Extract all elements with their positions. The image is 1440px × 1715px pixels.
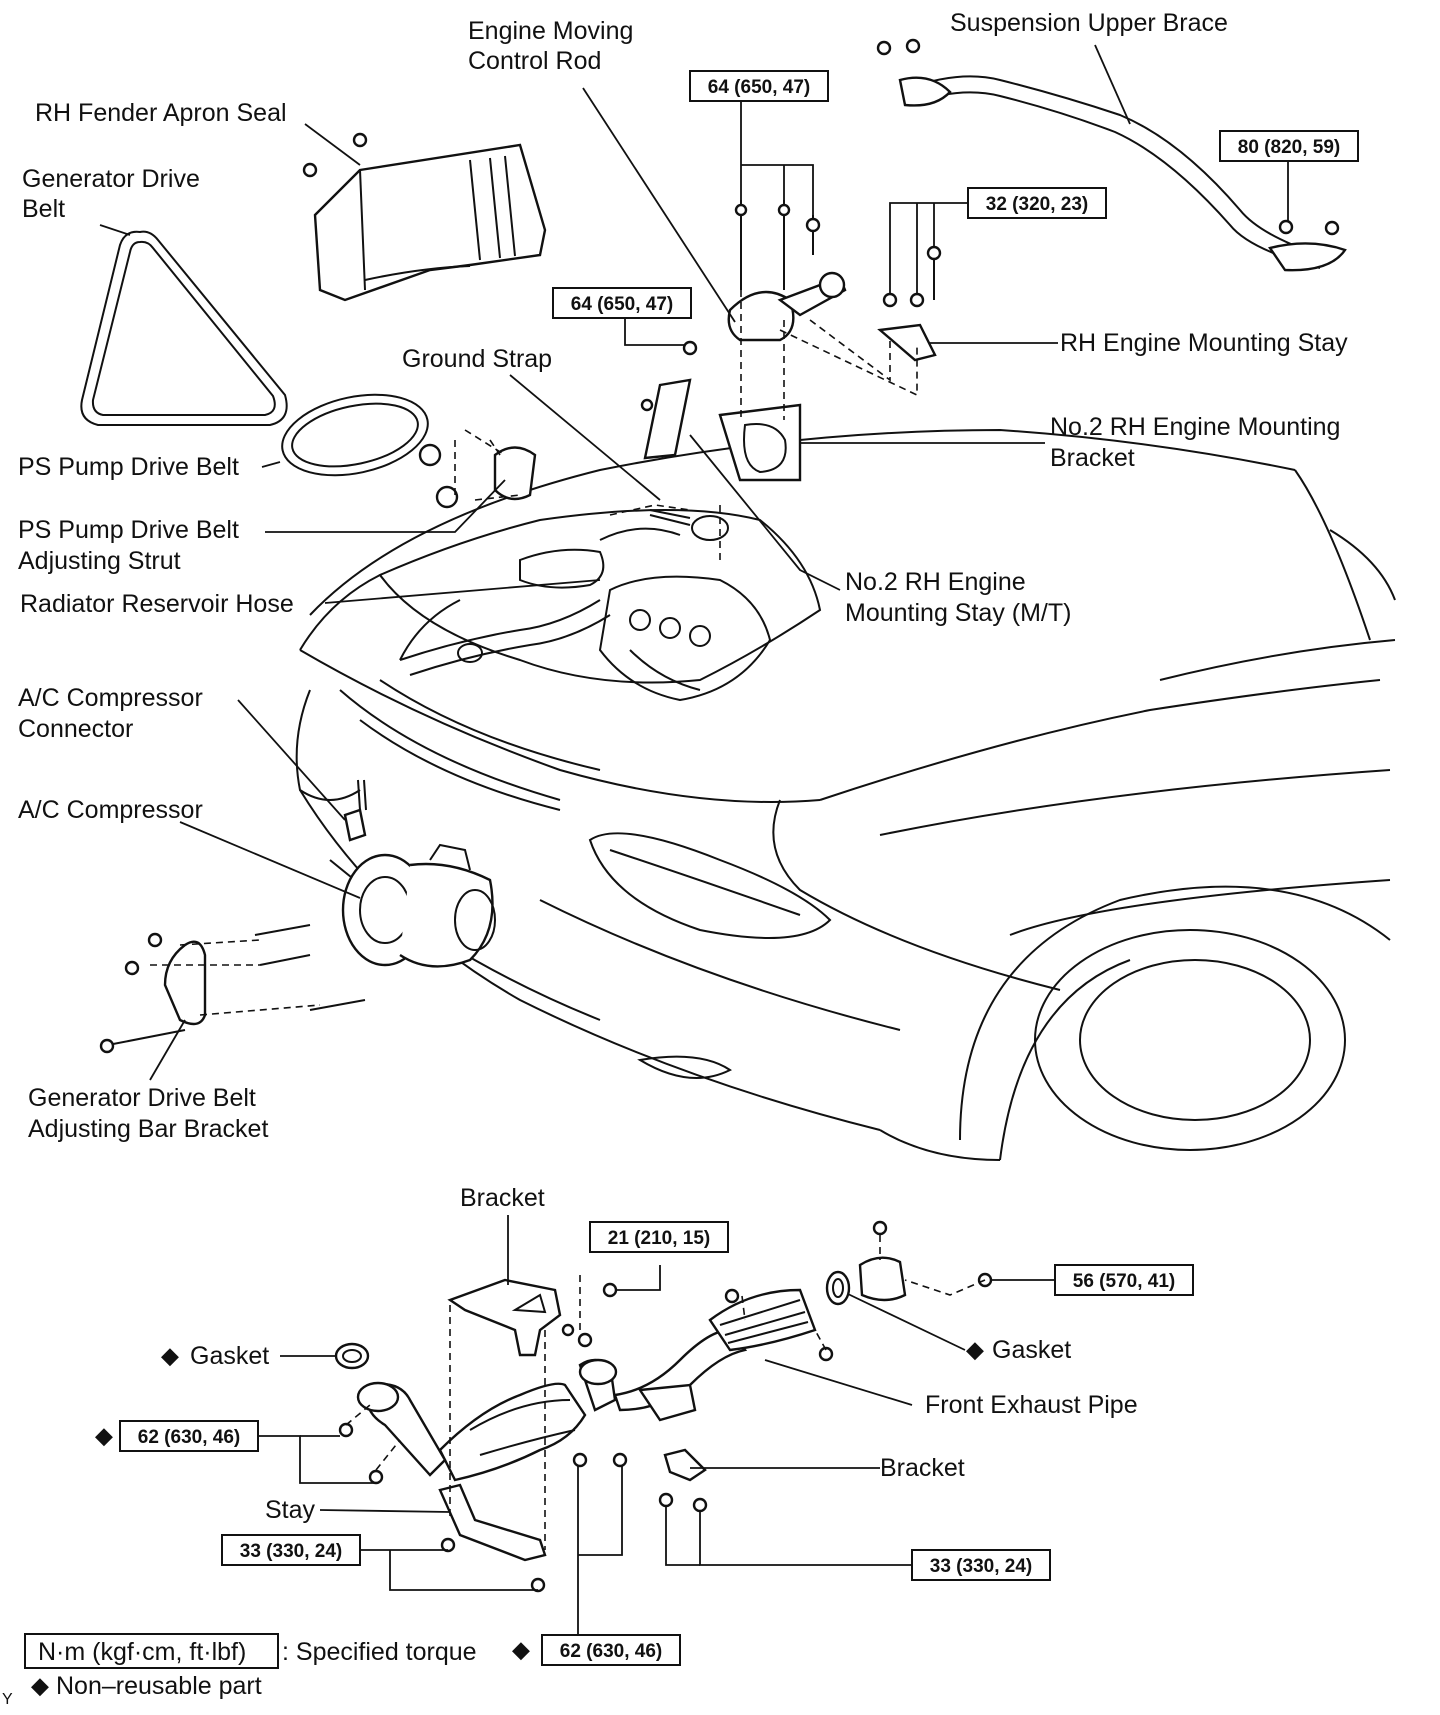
torque-box-stay <box>221 1534 361 1566</box>
label-ps-strut-2: Adjusting Strut <box>18 547 181 575</box>
label-mounting-bracket-2: Bracket <box>1050 444 1135 472</box>
label-ground-strap: Ground Strap <box>402 345 552 373</box>
suspension-upper-brace-shape <box>876 38 1347 272</box>
torque-exhaust-rear: 56 (570, 41) <box>1073 1271 1175 1292</box>
ac-connector-shape <box>343 779 367 842</box>
label-ps-strut-1: PS Pump Drive Belt <box>18 516 239 544</box>
legend: N·m (kgf·cm, ft·lbf) : Specified torque … <box>2 1633 477 1708</box>
label-ac-connector-2: Connector <box>18 715 133 743</box>
label-control-rod-2: Control Rod <box>468 47 601 75</box>
torque-bracket-right: 33 (330, 24) <box>930 1556 1032 1577</box>
mounting-bracket-shape <box>718 403 802 482</box>
gasket-left-diamond: ◆ <box>161 1343 180 1368</box>
label-stay: Stay <box>265 1496 316 1524</box>
label-radiator-hose: Radiator Reservoir Hose <box>20 590 294 618</box>
torque-exhaust-lower: 62 (630, 46) <box>560 1641 662 1662</box>
label-ac-compressor: A/C Compressor <box>18 796 203 824</box>
ps-pump-drive-belt-shape <box>281 393 429 477</box>
legend-nonreusable: Non–reusable part <box>56 1672 262 1700</box>
part-labels: Engine Moving Control Rod Suspension Upp… <box>18 9 1348 1524</box>
torque-mounting-stay: 32 (320, 23) <box>986 194 1088 215</box>
label-suspension-upper-brace: Suspension Upper Brace <box>950 9 1228 37</box>
exhaust-assembly <box>334 1220 993 1593</box>
label-fender-apron-seal: RH Fender Apron Seal <box>35 99 287 127</box>
label-no2-stay-1: No.2 RH Engine <box>845 568 1026 596</box>
label-no2-stay-2: Mounting Stay (M/T) <box>845 599 1071 627</box>
gasket-right-diamond: ◆ <box>966 1337 985 1362</box>
torque-box-brace <box>1219 130 1359 162</box>
fender-apron-seal-shape <box>302 132 547 302</box>
torque-stay: 33 (330, 24) <box>240 1541 342 1562</box>
corner-mark: Y <box>2 1691 13 1708</box>
label-bracket-right: Bracket <box>880 1454 965 1482</box>
nonreusable-diamond-2: ◆ <box>512 1637 531 1662</box>
torque-box-bracket-right <box>911 1549 1051 1581</box>
torque-box-control-rod <box>689 70 829 102</box>
torque-control-rod: 64 (650, 47) <box>708 77 810 98</box>
mounting-stay-shape <box>877 245 942 362</box>
torque-box-exhaust-front <box>119 1420 259 1452</box>
torque-box-bracket-nut <box>589 1221 729 1253</box>
car-body <box>295 428 1396 1161</box>
label-ps-pump-belt: PS Pump Drive Belt <box>18 453 239 481</box>
legend-unit-desc: : Specified torque <box>282 1638 477 1666</box>
label-bracket-top: Bracket <box>460 1184 545 1212</box>
legend-unit-box <box>24 1633 279 1669</box>
leader-lines <box>99 44 1289 1635</box>
torque-bracket-nut: 21 (210, 15) <box>608 1228 710 1249</box>
torque-boxes: 64 (650, 47) 80 (820, 59) 32 (320, 23) 6… <box>95 70 1359 1666</box>
ps-strut-shape <box>418 443 537 509</box>
label-front-exhaust-pipe: Front Exhaust Pipe <box>925 1391 1138 1419</box>
torque-brace: 80 (820, 59) <box>1238 137 1340 158</box>
label-ac-connector-1: A/C Compressor <box>18 684 203 712</box>
legend-unit-text: N·m (kgf·cm, ft·lbf) <box>38 1638 246 1666</box>
label-rh-engine-mounting-stay: RH Engine Mounting Stay <box>1060 329 1348 357</box>
ground-strap-stay-shape <box>640 340 698 526</box>
torque-box-exhaust-lower <box>541 1634 681 1666</box>
generator-drive-belt-shape <box>80 230 288 426</box>
torque-exhaust-front: 62 (630, 46) <box>138 1427 240 1448</box>
control-rod-shape <box>727 200 847 342</box>
label-gasket-left: Gasket <box>190 1342 269 1370</box>
label-adjusting-bar-1: Generator Drive Belt <box>28 1084 256 1112</box>
adjusting-bar-bracket-shape <box>99 924 366 1054</box>
label-gasket-right: Gasket <box>992 1336 1071 1364</box>
torque-box-mounting-stay <box>967 187 1107 219</box>
label-generator-belt-2: Belt <box>22 195 65 223</box>
torque-ground-strap: 64 (650, 47) <box>571 294 673 315</box>
label-generator-belt-1: Generator Drive <box>22 165 200 193</box>
torque-box-ground-strap <box>552 287 692 319</box>
label-control-rod-1: Engine Moving <box>468 17 633 45</box>
torque-box-exhaust-rear <box>1054 1264 1194 1296</box>
ac-compressor-shape <box>341 843 496 968</box>
label-adjusting-bar-2: Adjusting Bar Bracket <box>28 1115 268 1143</box>
label-mounting-bracket-1: No.2 RH Engine Mounting <box>1050 413 1340 441</box>
legend-diamond: ◆ <box>31 1673 50 1698</box>
nonreusable-diamond-1: ◆ <box>95 1423 114 1448</box>
